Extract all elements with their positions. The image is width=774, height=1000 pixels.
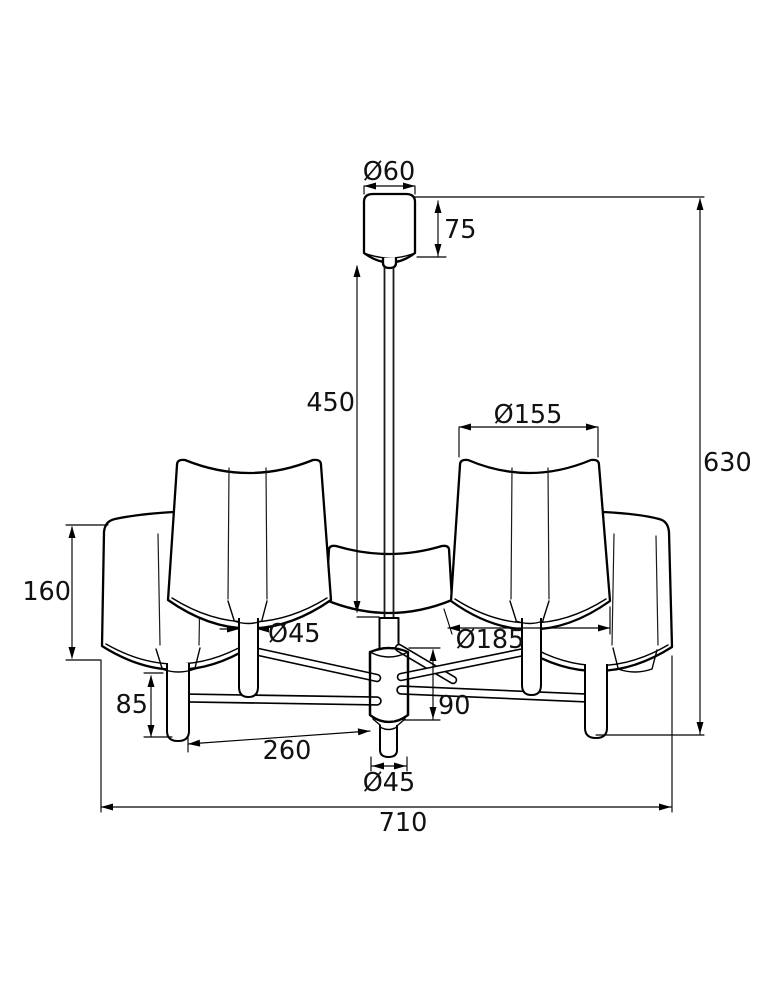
- label-shade-height: 160: [22, 577, 71, 607]
- hanging-rod: [378, 267, 400, 650]
- socket-far-left: [166, 663, 190, 742]
- rod-collar: [378, 617, 400, 650]
- bulb-cups: [155, 600, 658, 673]
- shade-front-right: [449, 458, 612, 631]
- shade-front-left: [166, 458, 333, 630]
- label-canopy-height: 75: [444, 215, 476, 245]
- label-total-height: 630: [703, 448, 752, 478]
- label-total-width: 710: [379, 808, 428, 838]
- ceiling-canopy: [362, 192, 417, 270]
- central-hub-front: [368, 646, 410, 758]
- label-arm-spacing: 260: [263, 736, 312, 766]
- label-shade-top-diameter: Ø155: [494, 400, 563, 430]
- socket-far-right: [584, 664, 608, 739]
- central-hub: [368, 646, 410, 724]
- label-hub-height: 90: [438, 691, 470, 721]
- label-holder-length: 85: [116, 690, 148, 720]
- label-canopy-diameter: Ø60: [363, 157, 416, 187]
- label-holder-diameter: Ø45: [268, 619, 321, 649]
- shade-center-back: [324, 544, 454, 615]
- label-hub-diameter: Ø45: [363, 768, 416, 798]
- dimension-lines: [65, 182, 705, 813]
- socket-front-left: [238, 618, 259, 698]
- label-rod-length: 450: [306, 388, 355, 418]
- label-shade-bottom-diameter: Ø185: [456, 625, 525, 655]
- hub-finial: [379, 725, 398, 758]
- socket-front-right: [521, 618, 542, 696]
- dimension-labels: Ø60 75 450 Ø155 630 160 Ø45 Ø185 90 85 2…: [22, 157, 751, 838]
